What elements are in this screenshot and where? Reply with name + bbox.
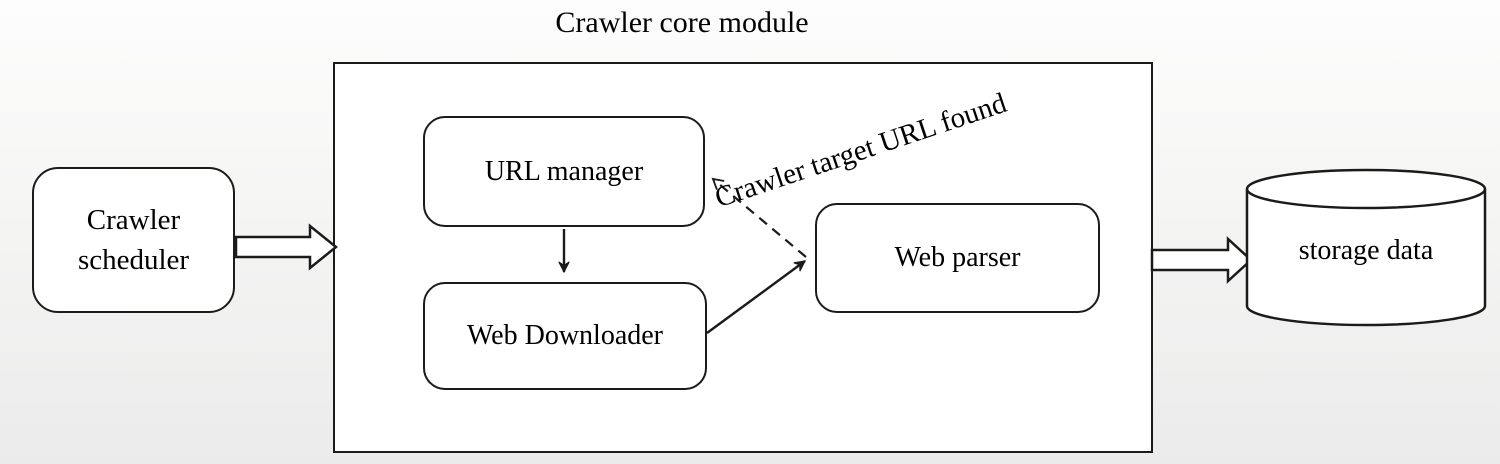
node-web-parser-label: Web parser [894,242,1021,273]
node-crawler-scheduler: Crawler scheduler [32,167,235,313]
node-web-parser: Web parser [815,203,1100,313]
block-arrow-scheduler-to-core [234,223,338,271]
diagram-title: Crawler core module [555,6,809,39]
node-web-downloader-label: Web Downloader [466,320,663,351]
node-crawler-scheduler-label: Crawler scheduler [77,204,190,276]
node-url-manager-label: URL manager [484,155,644,187]
node-storage-data-label: storage data [1298,235,1434,266]
cylinder-storage-top [1245,168,1487,210]
node-web-downloader: Web Downloader [423,282,707,390]
block-arrow-core-to-storage [1150,236,1253,284]
node-url-manager: URL manager [423,116,705,227]
